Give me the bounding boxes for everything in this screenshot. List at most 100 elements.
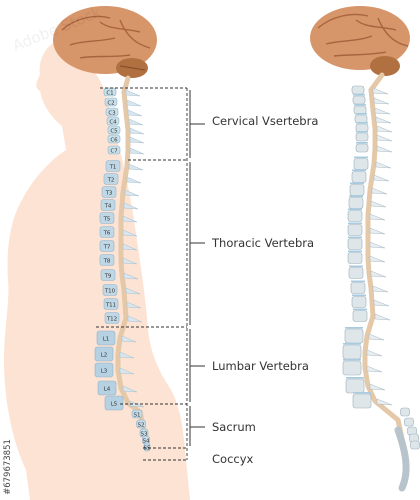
skeleton-disc-t11 [352, 294, 366, 297]
spinous-process-t8 [122, 257, 138, 265]
skeleton-spinous-t9 [370, 270, 387, 278]
vertebra-c5 [107, 125, 121, 135]
spinous-process-t10 [125, 287, 141, 295]
skeleton-disc-c3 [354, 104, 366, 106]
skeleton-vertebra-t4 [348, 197, 364, 209]
skeleton-vertebra-t12 [352, 310, 368, 322]
vertebra-label-t10: T10 [104, 289, 116, 295]
label-cervical: Cervical Vsertebra [212, 114, 319, 128]
skeleton-spinous-t3 [371, 187, 388, 195]
vertebra-labels: C1C2C3C4C5C6C7T1T2T3T4T5T6T7T8T9T10T11T1… [101, 91, 151, 452]
vertebra-t12 [104, 312, 120, 324]
vertebra-s1 [131, 409, 143, 419]
skeleton-spinous-l4 [369, 383, 386, 391]
vertebra-c7 [107, 145, 121, 155]
vertebra-label-t12: T12 [106, 317, 117, 323]
spinous-process-t3 [124, 189, 140, 197]
skeleton-vertebra-t6 [347, 224, 363, 236]
vertebra-label-c1: C1 [106, 91, 113, 97]
skeleton-vertebra-s5 [410, 440, 420, 450]
skeleton-spinous-t7 [369, 241, 386, 249]
vertebra-c3 [105, 107, 119, 117]
skeleton-disc-t3 [350, 182, 364, 185]
right-spine [342, 72, 420, 492]
vertebra-t7 [99, 240, 115, 252]
vertebra-t6 [99, 226, 115, 238]
skeleton-disc-c7 [356, 142, 368, 144]
vertebra-t8 [99, 254, 115, 266]
spinous-process-t6 [122, 229, 138, 237]
stock-id: #679673851 [2, 439, 16, 500]
brain-right [310, 6, 410, 76]
skeleton-vertebra-t2 [351, 171, 367, 183]
skeleton-vertebra-s1 [400, 407, 410, 417]
skeleton-spinous-c1 [372, 87, 389, 95]
skeleton-spinous-t12 [374, 313, 391, 321]
spinous-process-t1 [128, 163, 144, 171]
vertebra-label-t6: T6 [103, 231, 111, 237]
spinous-process-c6 [129, 136, 145, 144]
vertebra-label-l5: L5 [111, 402, 118, 408]
left-spine [94, 75, 151, 452]
skeleton-disc-t4 [349, 195, 363, 198]
vertebra-s2 [136, 419, 146, 429]
vertebra-label-s3: S3 [141, 432, 148, 438]
skeleton-spinous-c5 [376, 125, 393, 133]
skeleton-disc-c6 [356, 131, 368, 133]
vertebra-t10 [102, 284, 118, 296]
skeleton-spinous-t2 [373, 174, 390, 182]
vertebra-label-t1: T1 [109, 165, 117, 171]
skeleton-spinous-c4 [375, 116, 392, 124]
skeleton-vertebra-t3 [349, 184, 365, 196]
spinous-process-t4 [123, 202, 139, 210]
vertebra-label-l4: L4 [104, 387, 111, 393]
label-thoracic: Thoracic Vertebra [212, 236, 315, 250]
skeleton-vertebra-l1 [344, 328, 364, 344]
skeleton-spinous-t10 [372, 285, 389, 293]
vertebra-label-c2: C2 [107, 101, 114, 107]
vertebra-label-t4: T4 [104, 204, 112, 210]
skeleton-disc-t6 [348, 222, 362, 225]
vertebra-l4 [97, 380, 117, 396]
skeleton-disc-t8 [348, 250, 362, 253]
vertebra-label-c7: C7 [110, 149, 118, 155]
skeleton-disc-c4 [355, 113, 367, 115]
vertebra-t4 [100, 199, 116, 211]
vertebra-label-l1: L1 [103, 337, 110, 343]
spinal-cord-right [362, 72, 407, 451]
vertebra-label-t7: T7 [103, 245, 111, 251]
vertebra-l2 [94, 346, 114, 362]
skeleton-spinous-l1 [368, 333, 385, 341]
skeleton-spinous-c2 [373, 97, 390, 105]
skeleton-vertebra-c6 [355, 132, 369, 142]
body-silhouette [4, 52, 190, 500]
skeleton-vertebra-c5 [355, 123, 369, 133]
skeleton-disc-l3 [343, 359, 361, 361]
skeleton-spinous-l5 [376, 398, 393, 406]
skeleton-disc-t5 [348, 208, 362, 211]
label-coccyx: Coccyx [212, 452, 254, 466]
spinous-process-t12 [127, 315, 143, 323]
skeleton-vertebra-t9 [348, 267, 364, 279]
skeleton-vertebra-t11 [351, 296, 367, 308]
vertebra-l3 [94, 362, 114, 378]
brain-left [53, 6, 157, 78]
skeleton-vertebra-l4 [345, 378, 365, 394]
skeleton-spinous-l3 [366, 365, 383, 373]
vertebra-s5 [143, 442, 151, 452]
vertebra-label-t9: T9 [104, 274, 112, 280]
stock-id-text: #679673851 [2, 439, 13, 495]
skeleton-disc-c5 [356, 122, 368, 124]
skeleton-vertebra-t7 [347, 238, 363, 250]
spinal-cord-left [115, 75, 149, 443]
spinous-process-c7 [129, 147, 145, 155]
vertebra-t11 [103, 298, 119, 310]
skeleton-vertebra-t8 [347, 252, 363, 264]
spinous-process-t7 [122, 243, 138, 251]
vertebra-label-s5: S5 [144, 446, 151, 452]
skeleton-spinous-c6 [376, 134, 393, 142]
skeleton-vertebra-c1 [351, 85, 365, 95]
vertebra-c6 [107, 134, 121, 144]
skeleton-vertebra-t10 [350, 282, 366, 294]
